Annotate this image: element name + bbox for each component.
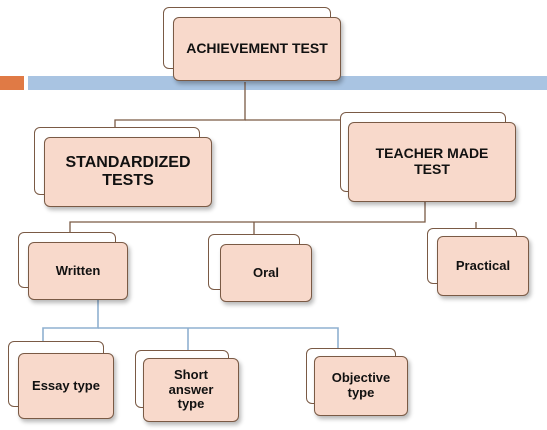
accent-bar-orange bbox=[0, 76, 24, 90]
node-essay-type-label: Essay type bbox=[32, 377, 100, 393]
connector-written-children bbox=[42, 300, 99, 346]
node-oral: Oral bbox=[208, 234, 314, 304]
node-short-answer-type-label: Short answer type bbox=[168, 367, 214, 412]
node-written: Written bbox=[18, 232, 130, 302]
node-achievement-test-label: ACHIEVEMENT TEST bbox=[186, 40, 328, 57]
node-practical: Practical bbox=[427, 228, 531, 298]
node-teacher-made-test-label: TEACHER MADE TEST bbox=[375, 145, 489, 177]
node-objective-type: Objective type bbox=[306, 348, 410, 418]
node-practical-label: Practical bbox=[455, 257, 511, 273]
node-objective-type-label: Objective type bbox=[331, 370, 391, 400]
connector-written-short bbox=[98, 327, 339, 352]
node-essay-type: Essay type bbox=[8, 341, 116, 421]
node-teacher-made-test: TEACHER MADE TEST bbox=[340, 112, 518, 204]
node-written-label: Written bbox=[55, 262, 101, 278]
node-standardized-tests: STANDARDIZED TESTS bbox=[34, 127, 214, 209]
node-standardized-tests-label: STANDARDIZED TESTS bbox=[65, 154, 191, 189]
accent-bar-blue bbox=[28, 76, 547, 90]
node-achievement-test: ACHIEVEMENT TEST bbox=[163, 7, 343, 83]
node-oral-label: Oral bbox=[252, 264, 279, 280]
connector-teacher-children bbox=[69, 200, 426, 236]
connector-root-children bbox=[114, 82, 246, 131]
node-short-answer-type: Short answer type bbox=[135, 350, 241, 424]
